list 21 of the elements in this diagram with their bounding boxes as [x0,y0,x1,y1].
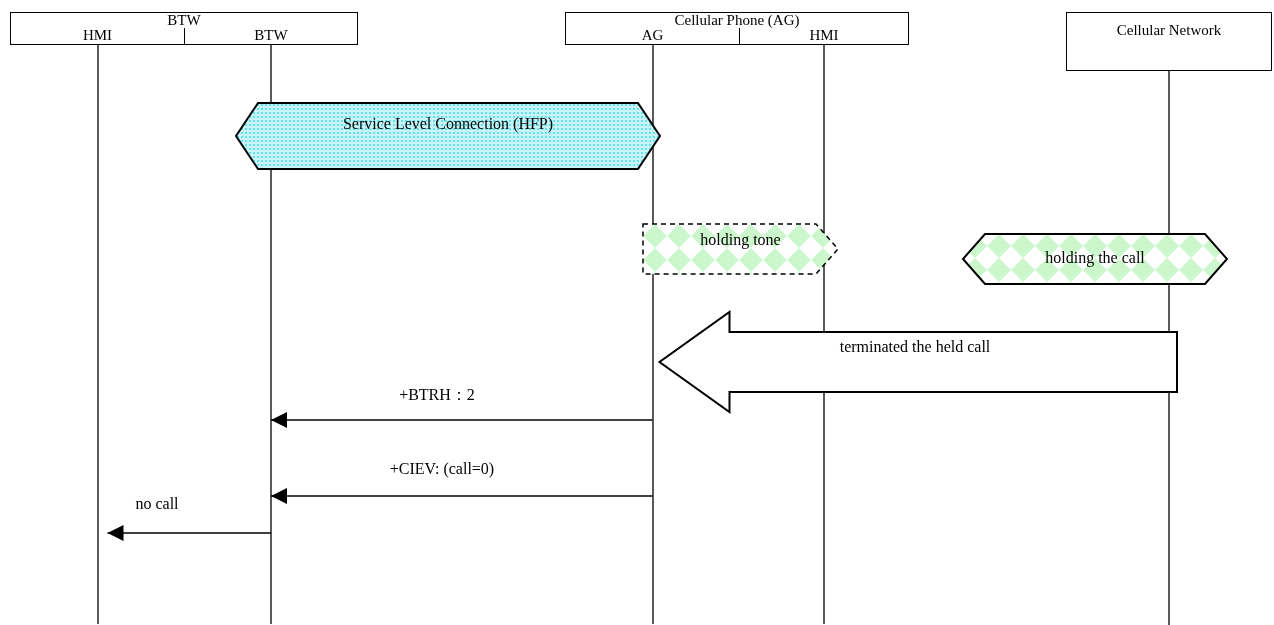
state-hexagon [236,103,660,169]
node-label: holding the call [1044,250,1146,266]
message-arrow [270,488,654,504]
message-label: +BTRH：2 [399,386,475,404]
node-label: BTW [166,13,202,28]
message-arrow [270,412,654,428]
node-label: HMI [81,28,114,43]
state-hexagon [643,224,838,274]
message-label: +CIEV: (call=0) [389,460,495,478]
message-arrow [106,525,272,541]
node-label: Cellular Phone (AG) [673,13,801,28]
node-label: BTW [253,28,289,43]
node-label: holding tone [699,232,782,248]
state-hexagon [963,234,1227,284]
node-label: AG [640,28,665,43]
message-label: terminated the held call [839,338,991,356]
message-label: no call [135,495,179,513]
node-label: HMI [808,28,840,43]
node-label: Cellular Network [1115,23,1223,38]
block-arrow [657,310,1178,414]
node-label: Service Level Connection (HFP) [341,114,555,135]
